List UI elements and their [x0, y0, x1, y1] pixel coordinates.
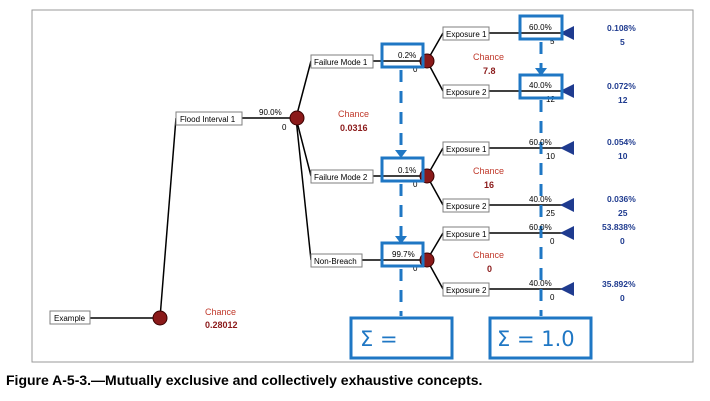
result-value-6: 0 [620, 293, 625, 303]
chance-label-fm2: Chance [473, 166, 504, 176]
val-fm1: 0 [413, 65, 418, 74]
node-label-fm2-e2: Exposure 2 [446, 202, 487, 211]
result-value-5: 0 [620, 236, 625, 246]
sum-box-left [349, 316, 454, 360]
chance-value-fm1: 7.8 [483, 66, 496, 76]
result-prob-1: 0.108% [607, 23, 636, 33]
highlight-fm2-prob [380, 156, 425, 183]
val-flood: 0 [282, 123, 287, 132]
val-fm2: 0 [413, 180, 418, 189]
node-box-fm2-e1 [442, 141, 490, 156]
branch-flood-fm2 [295, 117, 312, 177]
highlight-nb-prob [380, 241, 425, 268]
terminal-node-5 [560, 226, 574, 240]
chance-node-flood [289, 110, 305, 126]
terminal-node-1 [560, 26, 574, 40]
node-label-fm1-e1: Exposure 1 [446, 30, 487, 39]
chance-label-root: Chance [205, 307, 236, 317]
result-prob-4: 0.036% [607, 194, 636, 204]
node-label-fm2-e1: Exposure 1 [446, 145, 487, 154]
prob-fm1-e1: 60.0% [529, 23, 552, 32]
node-box-fm2 [310, 169, 374, 184]
val-fm2-e2: 25 [546, 209, 555, 218]
node-box-nb [310, 253, 363, 268]
prob-nb-e1: 60.0% [529, 223, 552, 232]
prob-fm2-e2: 40.0% [529, 195, 552, 204]
node-box-flood [175, 111, 243, 126]
node-label-fm2: Failure Mode 2 [314, 173, 368, 182]
highlight-fm1-e2-prob [518, 73, 564, 100]
prob-nb: 99.7% [392, 250, 415, 259]
val-nb-e2: 0 [550, 293, 555, 302]
branch-root-flood [159, 117, 177, 319]
prob-fm1: 0.2% [398, 51, 416, 60]
chance-value-fm2: 16 [484, 180, 494, 190]
sum-box-right [488, 316, 593, 360]
branch-flood-nb [295, 117, 312, 261]
diagram-frame [31, 9, 694, 363]
sum-text-left: Σ = [360, 327, 398, 351]
branch-flood-fm1 [295, 60, 312, 119]
chance-value-root: 0.28012 [205, 320, 238, 330]
terminal-node-3 [560, 141, 574, 155]
val-nb: 0 [413, 264, 418, 273]
node-box-root [49, 310, 91, 325]
result-prob-2: 0.072% [607, 81, 636, 91]
chance-label-nb: Chance [473, 250, 504, 260]
result-prob-6: 35.892% [602, 279, 636, 289]
prob-fm2: 0.1% [398, 166, 416, 175]
prob-flood: 90.0% [259, 108, 282, 117]
node-box-fm1-e1 [442, 26, 490, 41]
result-prob-5: 53.838% [602, 222, 636, 232]
node-label-nb-e1: Exposure 1 [446, 230, 487, 239]
prob-fm2-e1: 60.0% [529, 138, 552, 147]
node-label-nb: Non-Breach [314, 257, 357, 266]
terminal-node-2 [560, 84, 574, 98]
terminal-node-6 [560, 282, 574, 296]
prob-fm1-e2: 40.0% [529, 81, 552, 90]
node-label-flood: Flood Interval 1 [180, 115, 236, 124]
result-value-3: 10 [618, 151, 628, 161]
val-fm1-e1: 5 [550, 37, 555, 46]
node-label-fm1-e2: Exposure 2 [446, 88, 487, 97]
highlight-fm1-prob [380, 42, 425, 69]
node-label-nb-e2: Exposure 2 [446, 286, 487, 295]
arrow-head-3 [535, 68, 547, 76]
chance-label-flood: Chance [338, 109, 369, 119]
node-label-fm1: Failure Mode 1 [314, 58, 368, 67]
arrow-head-1 [395, 150, 407, 158]
val-fm2-e1: 10 [546, 152, 555, 161]
node-box-nb-e2 [442, 282, 490, 297]
node-box-fm2-e2 [442, 198, 490, 213]
chance-value-nb: 0 [487, 264, 492, 274]
chance-label-fm1: Chance [473, 52, 504, 62]
sum-text-right: Σ = 1.0 [497, 327, 575, 351]
node-box-nb-e1 [442, 226, 490, 241]
node-box-fm1-e2 [442, 84, 490, 99]
node-box-fm1 [310, 54, 374, 69]
chance-value-flood: 0.0316 [340, 123, 368, 133]
arrow-head-2 [395, 236, 407, 244]
result-prob-3: 0.054% [607, 137, 636, 147]
result-value-4: 25 [618, 208, 628, 218]
terminal-node-4 [560, 198, 574, 212]
prob-nb-e2: 40.0% [529, 279, 552, 288]
result-value-1: 5 [620, 37, 625, 47]
node-label-root: Example [54, 314, 86, 323]
chance-node-root [152, 310, 168, 326]
highlight-fm1-e1-prob [518, 14, 564, 41]
figure-caption: Figure A-5-3.—Mutually exclusive and col… [6, 372, 483, 388]
result-value-2: 12 [618, 95, 628, 105]
val-nb-e1: 0 [550, 237, 555, 246]
